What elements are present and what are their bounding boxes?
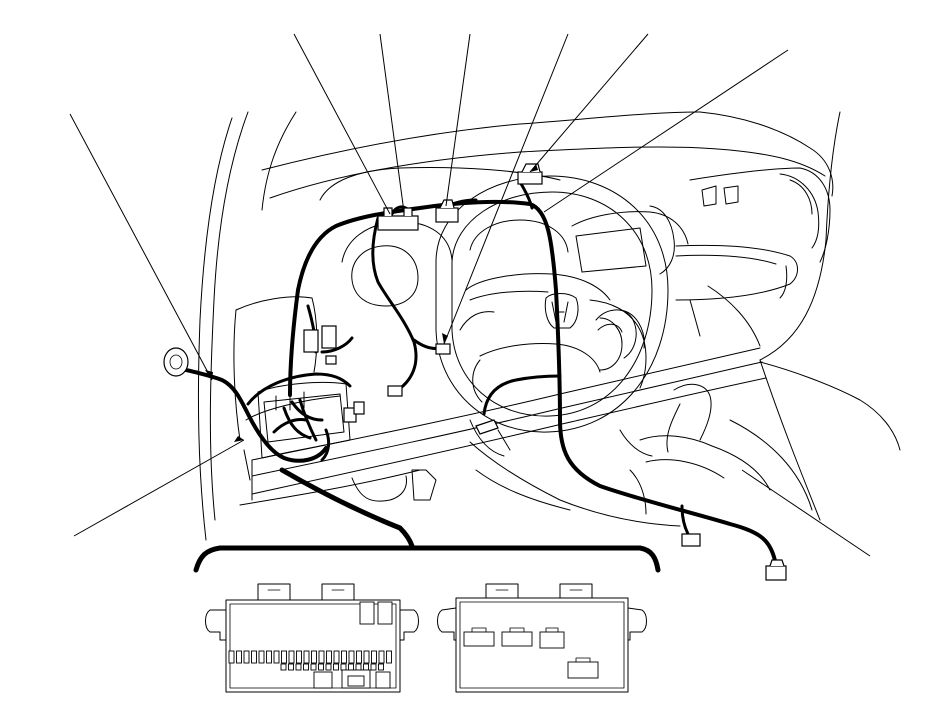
fuse-slot [295, 663, 302, 671]
fuse-slot [363, 663, 369, 671]
fuse-slot [296, 650, 302, 664]
fuse-slot [386, 650, 392, 664]
fuse-slot [363, 650, 370, 664]
leader-line-3 [379, 33, 405, 213]
fuse-slot [266, 650, 272, 664]
steering-wheel [435, 175, 669, 457]
leader-line-7 [543, 49, 789, 213]
fuse-slot [243, 650, 250, 664]
fuse-slot [280, 663, 287, 671]
fuse-slot [303, 663, 309, 671]
fuse-slot [348, 650, 355, 664]
connector-view-bus [279, 467, 415, 549]
fuse-slot [288, 663, 294, 671]
upper-dash-harness [288, 199, 778, 568]
wiring-harness [166, 180, 778, 573]
fuse-slot [333, 650, 340, 664]
fuse-slot [378, 650, 385, 664]
fuse-slot [258, 650, 265, 664]
lower-dash-connector [387, 385, 403, 397]
leader-line-8 [73, 439, 245, 537]
fuse-slot [355, 663, 362, 671]
fuse-row-bottom [280, 663, 384, 671]
fuse-slot [281, 650, 287, 664]
fuse-relay-box-installed [257, 325, 365, 459]
fuse-slot [333, 663, 339, 671]
fuse-slot [251, 650, 257, 664]
fuse-relay-box-connector-face-right [437, 583, 647, 693]
fuse-slot [341, 650, 347, 664]
fuse-slot [318, 663, 324, 671]
leader-line-2 [293, 33, 391, 215]
cluster-connector-center [435, 207, 459, 223]
fuse-slot [325, 663, 332, 671]
fuse-slot [348, 663, 354, 671]
harness-clip [475, 419, 499, 435]
fuse-slot [311, 650, 317, 664]
console-connector [681, 533, 701, 547]
leader-line-4 [445, 33, 471, 207]
fuse-slot [356, 650, 362, 664]
pillar-grommet [163, 347, 189, 377]
fuse-slot [228, 650, 235, 664]
fuse-slot [326, 650, 332, 664]
shift-connector [765, 565, 787, 581]
leader-line-6 [529, 33, 649, 173]
leader-line-5 [443, 33, 569, 345]
pillar-feed-harness [166, 364, 328, 463]
leader-line-1 [69, 113, 213, 381]
leader-line-9 [741, 469, 871, 557]
harness-connectors [163, 163, 787, 581]
fuse-relay-box-connector-face-left [205, 583, 419, 693]
fuse-slot [340, 663, 347, 671]
leader-lines [69, 33, 871, 557]
fuse-slot [273, 650, 280, 664]
fuse-slot [370, 663, 377, 671]
fuse-slot [318, 650, 325, 664]
fuse-slot [303, 650, 310, 664]
fuse-row-top [228, 650, 392, 664]
fuse-slot [371, 650, 377, 664]
column-connector [435, 343, 451, 355]
fuse-slot [236, 650, 242, 664]
cluster-connector-left [377, 215, 419, 231]
fuse-slot [378, 663, 384, 671]
fuse-slot [288, 650, 295, 664]
cluster-connector-top [517, 171, 543, 185]
fuse-slot [310, 663, 317, 671]
